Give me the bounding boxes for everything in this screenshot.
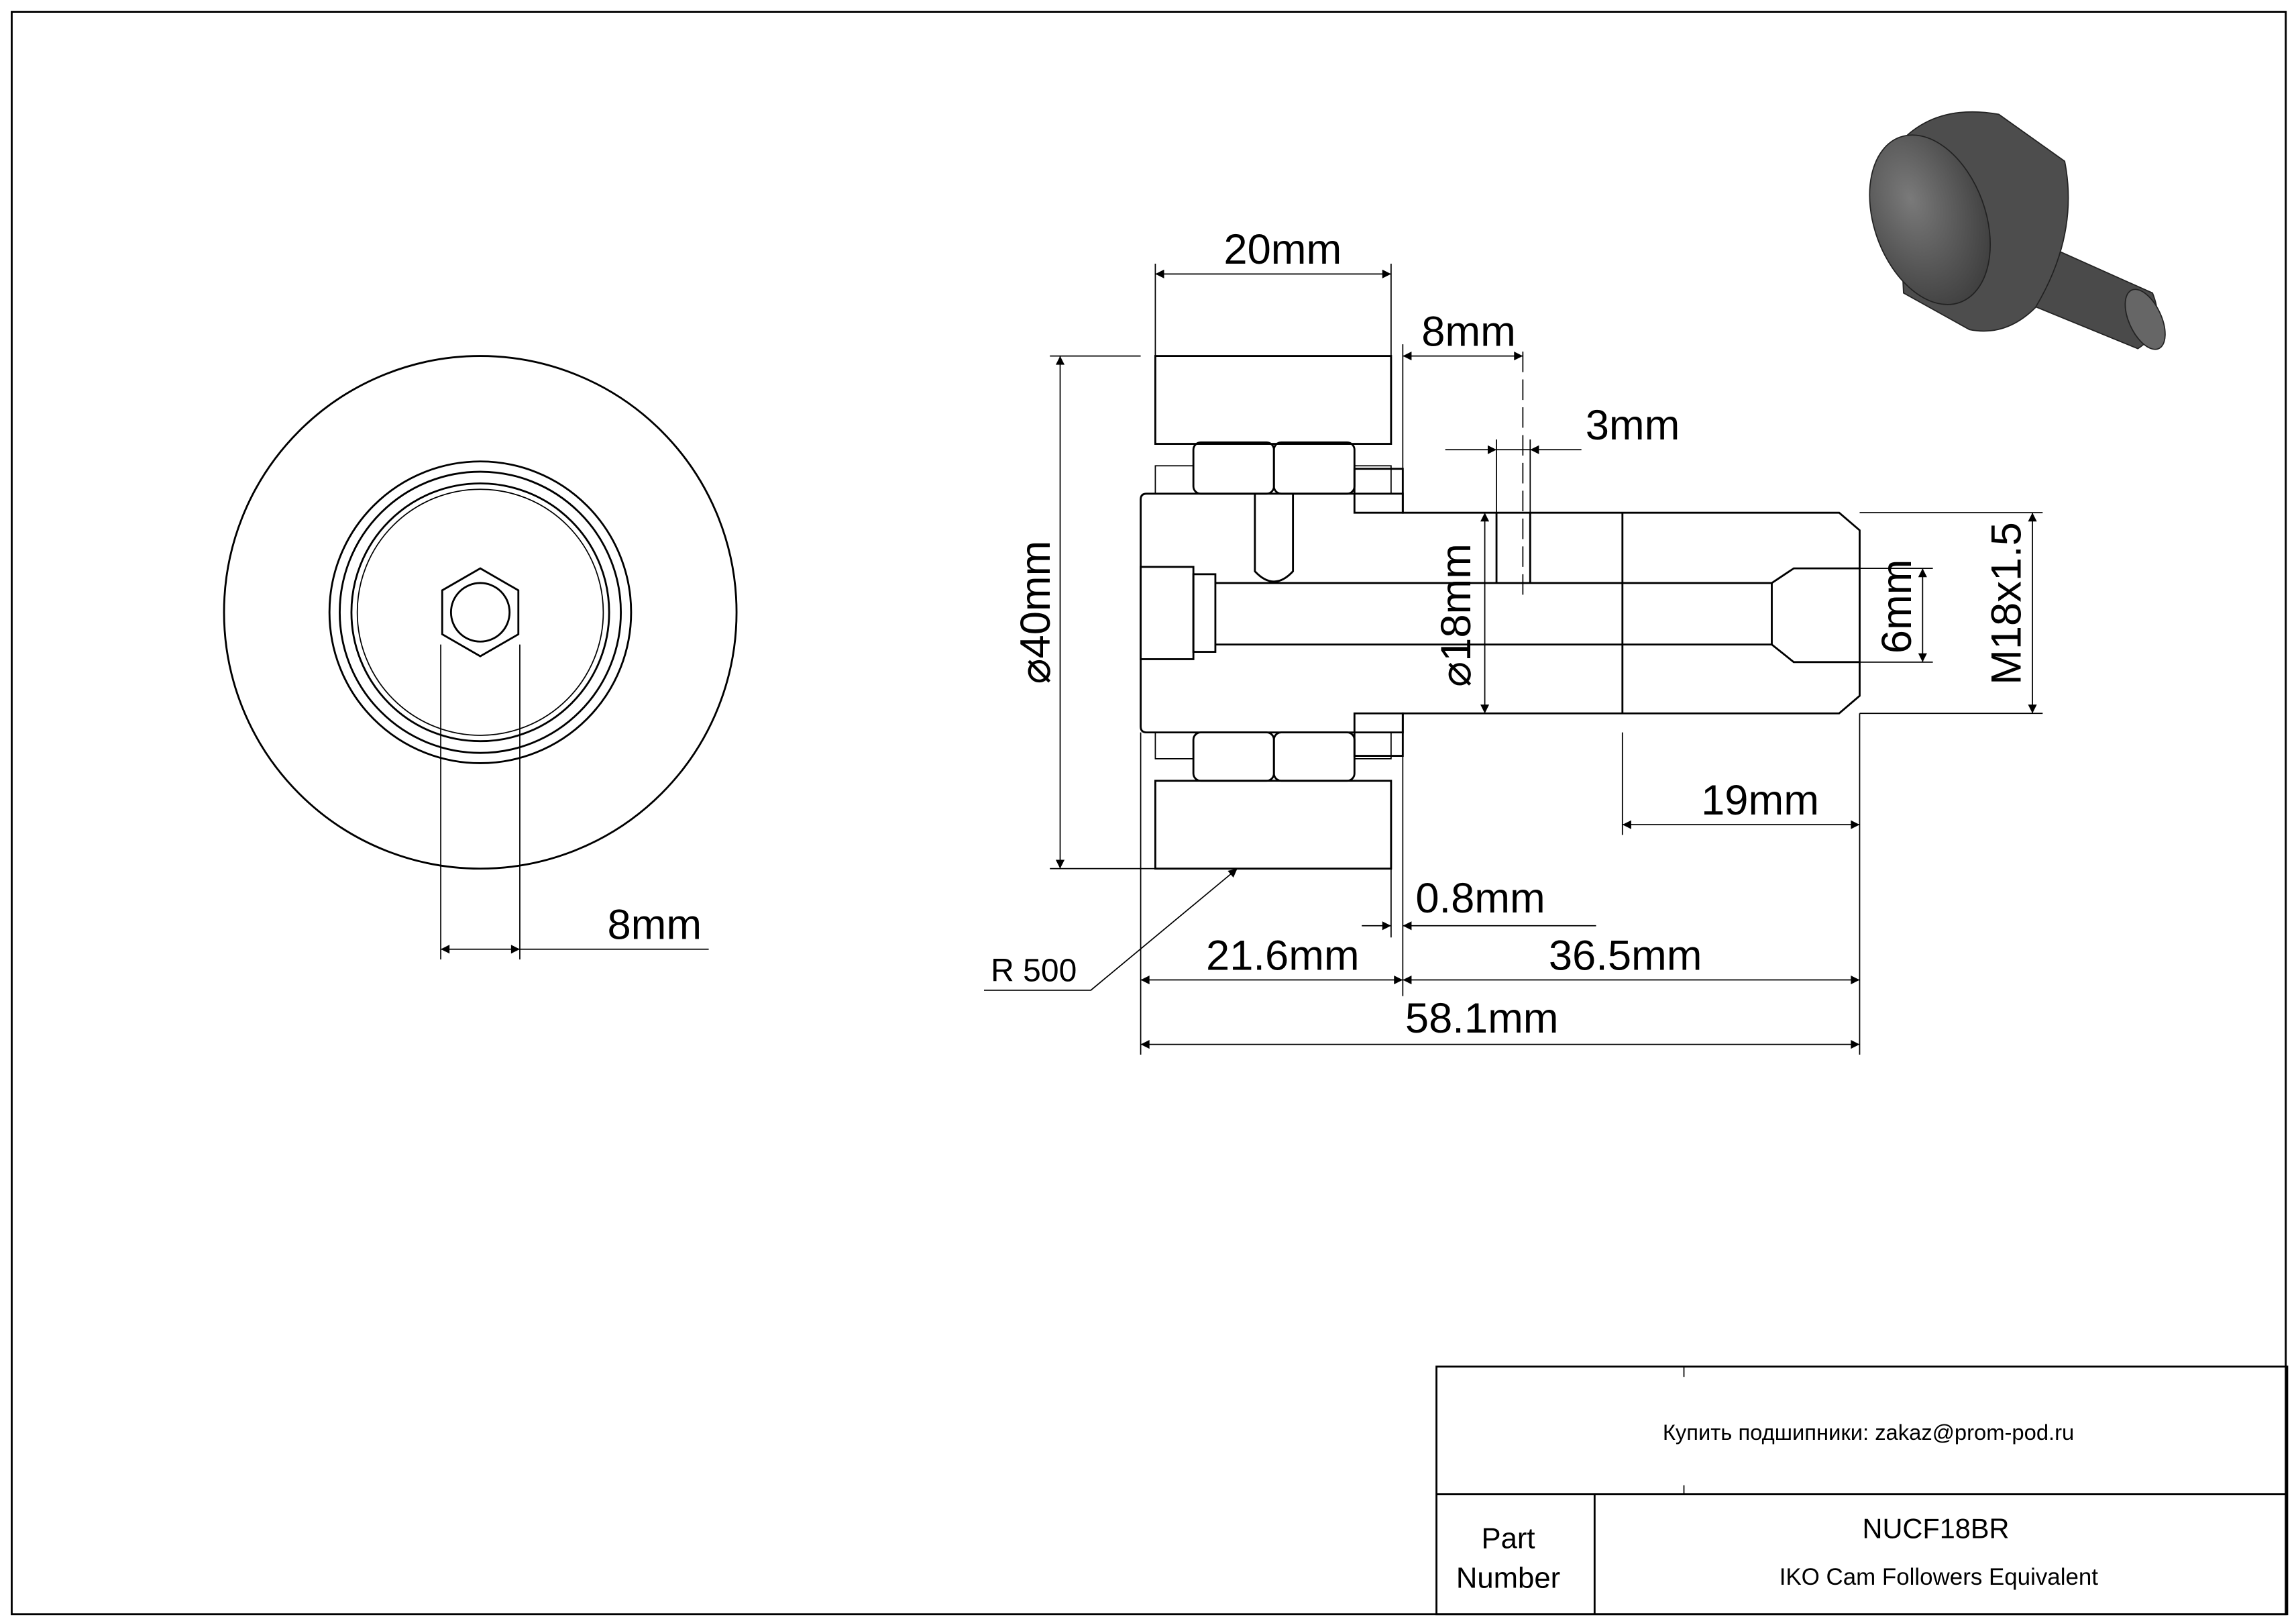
- dim-total-length: 58.1mm: [1405, 995, 1559, 1042]
- dim-hex-size: 8mm: [607, 901, 702, 948]
- dim-outer-diameter: ⌀40mm: [1012, 541, 1059, 684]
- dim-radius: R 500: [991, 953, 1077, 989]
- dim-stud-length: 36.5mm: [1549, 932, 1702, 979]
- front-view: 8mm: [223, 355, 738, 959]
- part-label-line2: Number: [1456, 1562, 1560, 1595]
- 3d-render: [1869, 111, 2166, 350]
- part-description: IKO Cam Followers Equivalent: [1780, 1564, 2099, 1590]
- drawing-border: [11, 11, 2287, 1616]
- dim-offset: 0.8mm: [1415, 875, 1545, 922]
- hex-socket: [441, 567, 520, 658]
- contact-text: Купить подшипники: zakaz@prom-pod.ru: [1663, 1420, 2074, 1445]
- dim-thread-length: 19mm: [1701, 777, 1819, 824]
- dim-slot: 3mm: [1586, 402, 1680, 449]
- dim-flange-gap: 8mm: [1421, 308, 1516, 355]
- dimensions: 20mm 8mm 3mm ⌀40mm ⌀18mm 6mm M18x1.5 19m…: [984, 226, 2043, 1055]
- dim-hex-socket: 6mm: [1873, 560, 1920, 654]
- title-block: Купить подшипники: zakaz@prom-pod.ru Par…: [1435, 1365, 2289, 1616]
- part-number: NUCF18BR: [1863, 1512, 2010, 1544]
- part-label-line1: Part: [1481, 1522, 1535, 1555]
- dim-head-length: 21.6mm: [1206, 932, 1360, 979]
- dim-thread: M18x1.5: [1983, 522, 2030, 685]
- section-view: [1140, 352, 1861, 870]
- dim-stud-diameter: ⌀18mm: [1433, 543, 1480, 687]
- dim-width-outer: 20mm: [1223, 226, 1342, 273]
